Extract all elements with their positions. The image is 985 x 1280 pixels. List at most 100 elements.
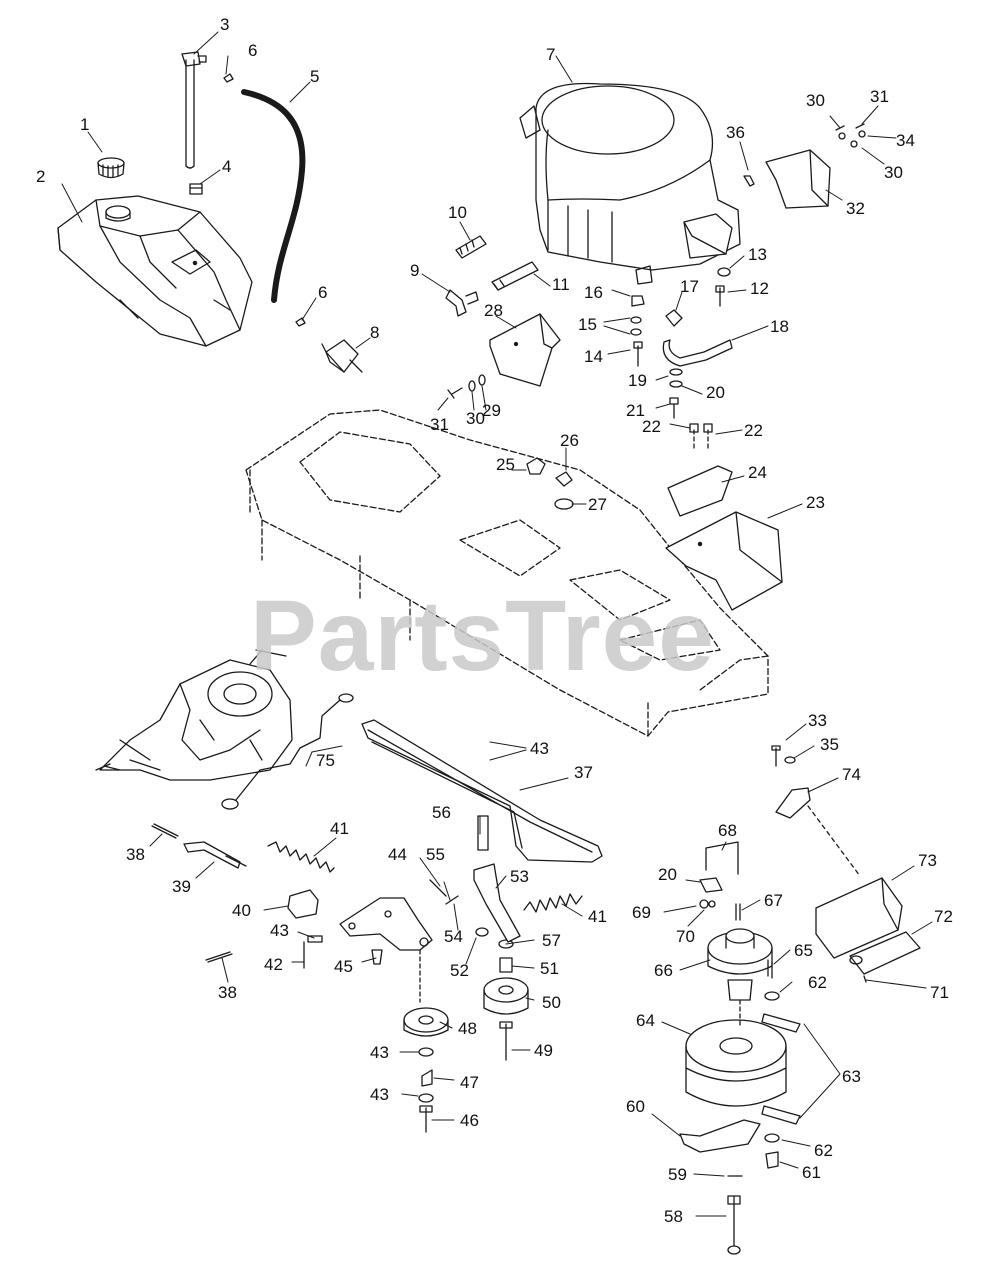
callout-26: 26	[560, 431, 579, 450]
callout-47: 47	[460, 1073, 479, 1092]
callout-33: 33	[808, 711, 827, 730]
callout-25: 25	[496, 455, 515, 474]
callout-15: 15	[578, 315, 597, 334]
callout-43: 43	[530, 739, 549, 758]
tractor-frame-part	[245, 409, 769, 737]
callout-41: 41	[330, 819, 349, 838]
callout-67: 67	[764, 891, 783, 910]
engine-bolts	[630, 267, 731, 419]
callout-44: 44	[388, 845, 407, 864]
callout-54: 54	[444, 927, 463, 946]
fuel-pickup-part	[181, 51, 207, 169]
callout-68: 68	[718, 821, 737, 840]
callout-34: 34	[896, 131, 915, 150]
fuel-tank-part	[57, 195, 253, 347]
callout-48: 48	[458, 1019, 477, 1038]
callout-11: 11	[552, 275, 570, 294]
callout-12: 12	[750, 279, 769, 298]
callout-37: 37	[574, 763, 593, 782]
fuel-filter-part	[321, 339, 363, 373]
heat-shield-part	[447, 313, 561, 399]
clutch-rod-part	[183, 841, 247, 869]
callout-27: 27	[588, 495, 607, 514]
callout-6: 6	[248, 41, 258, 60]
callout-23: 23	[806, 493, 825, 512]
grommet-part	[189, 183, 203, 195]
callout-74: 74	[842, 765, 861, 784]
callout-71: 71	[930, 983, 949, 1002]
callout-46: 46	[460, 1111, 479, 1130]
callout-70: 70	[676, 927, 695, 946]
callout-14: 14	[584, 347, 603, 366]
callout-4: 4	[222, 157, 232, 176]
callout-39: 39	[172, 877, 191, 896]
pto-cable-part	[771, 745, 921, 983]
pto-pulley-part	[707, 903, 773, 1027]
callout-19: 19	[628, 371, 647, 390]
transaxle-part	[95, 649, 293, 781]
callout-31: 31	[430, 415, 449, 434]
callout-65: 65	[794, 941, 813, 960]
callout-29: 29	[482, 401, 501, 420]
callout-1: 1	[80, 115, 90, 134]
callout-43: 43	[270, 921, 289, 940]
spring-part	[267, 841, 583, 913]
callout-56: 56	[432, 803, 451, 822]
callout-30: 30	[884, 163, 903, 182]
callout-20: 20	[706, 383, 725, 402]
callout-8: 8	[370, 323, 380, 342]
callout-61: 61	[802, 1163, 821, 1182]
callout-10: 10	[448, 203, 467, 222]
callout-43: 43	[370, 1043, 389, 1062]
callout-52: 52	[450, 961, 469, 980]
callout-51: 51	[540, 959, 559, 978]
callout-16: 16	[584, 283, 603, 302]
callout-30: 30	[806, 91, 825, 110]
callout-7: 7	[546, 45, 556, 64]
callout-49: 49	[534, 1041, 553, 1060]
oil-drain-part	[662, 309, 733, 367]
pulley-part	[403, 977, 529, 1037]
pto-clutch-part	[679, 991, 801, 1255]
callout-43: 43	[370, 1085, 389, 1104]
elbow-part	[445, 289, 479, 317]
callout-6: 6	[318, 283, 328, 302]
callout-35: 35	[820, 735, 839, 754]
callout-28: 28	[484, 301, 503, 320]
bracket-part	[743, 123, 866, 209]
callout-20: 20	[658, 865, 677, 884]
callout-36: 36	[726, 123, 745, 142]
fuel-line-clamp	[223, 73, 234, 83]
callout-31: 31	[870, 87, 889, 106]
callout-22: 22	[744, 421, 763, 440]
callout-13: 13	[748, 245, 767, 264]
exhaust-pipe-part	[491, 261, 539, 291]
callout-62: 62	[808, 973, 827, 992]
callout-24: 24	[748, 463, 767, 482]
engine-part	[519, 82, 741, 285]
callout-60: 60	[626, 1097, 645, 1116]
callout-5: 5	[310, 67, 320, 86]
callout-30: 30	[466, 409, 485, 428]
drive-belt-part	[361, 719, 603, 863]
callout-3: 3	[220, 15, 230, 34]
callout-21: 21	[626, 401, 645, 420]
bracket-block-part	[287, 889, 319, 919]
callout-40: 40	[232, 901, 251, 920]
idler-hardware	[418, 815, 521, 1133]
callout-41: 41	[588, 907, 607, 926]
cotter-pin-part	[151, 823, 233, 963]
callout-53: 53	[510, 867, 529, 886]
callout-66: 66	[654, 961, 673, 980]
callout-73: 73	[918, 851, 937, 870]
callout-72: 72	[934, 907, 953, 926]
fuel-line-part	[241, 89, 306, 303]
callout-58: 58	[664, 1207, 683, 1226]
callout-69: 69	[632, 903, 651, 922]
callout-38: 38	[218, 983, 237, 1002]
callout-42: 42	[264, 955, 283, 974]
callout-62: 62	[814, 1141, 833, 1160]
shield-part	[665, 423, 783, 611]
callout-75: 75	[316, 751, 335, 770]
